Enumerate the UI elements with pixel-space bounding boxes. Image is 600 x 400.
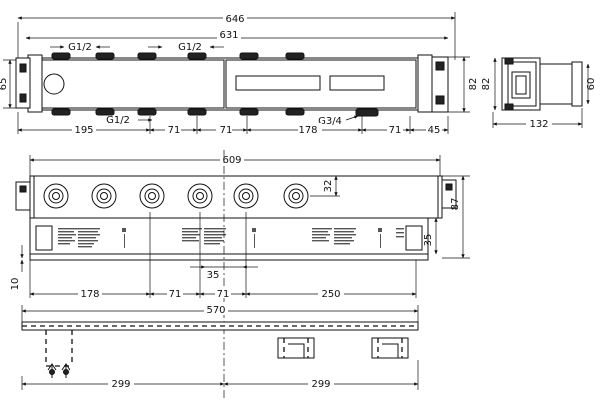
bracket-slot <box>19 185 27 193</box>
leader-line <box>345 115 359 121</box>
side-connector <box>539 63 573 105</box>
top-outlets <box>51 52 305 60</box>
guard-tab <box>405 225 423 251</box>
dim-label-71: 71 <box>220 125 233 136</box>
valve-body-left-section <box>39 59 225 109</box>
dim-label-178: 178 <box>80 289 99 300</box>
dim-label-g12: G1/2 <box>178 42 202 53</box>
dim-label-71: 71 <box>169 289 182 300</box>
front-bracket-left <box>15 181 31 211</box>
bracket-slot <box>19 93 27 103</box>
outlet-box <box>277 337 315 359</box>
mounting-bracket-right <box>417 54 433 113</box>
dim-label-87: 87 <box>450 198 461 211</box>
cover-slot-left <box>235 75 321 91</box>
front-view: 609 32 87 <box>10 150 470 398</box>
outlet-box <box>371 337 409 359</box>
dim-label-32: 32 <box>323 180 334 193</box>
dim-label-609: 609 <box>222 155 241 166</box>
warning-labels <box>58 228 404 248</box>
dim-label-60: 60 <box>586 78 597 91</box>
inlet-port-icon <box>43 73 65 95</box>
cover-slot-right <box>329 75 385 91</box>
dim-label-82: 82 <box>468 78 479 91</box>
dim-label-570: 570 <box>206 305 225 316</box>
bracket-slot <box>435 95 445 105</box>
valve-knob <box>49 369 55 375</box>
dim-label-178: 178 <box>298 125 317 136</box>
dim-label-132: 132 <box>529 119 548 130</box>
front-bracket-right <box>441 179 457 209</box>
dim-label-35: 35 <box>423 234 434 247</box>
dim-label-g12: G1/2 <box>68 42 92 53</box>
valve-knob <box>63 369 69 375</box>
side-stub <box>504 57 514 65</box>
dim-label-65: 65 <box>0 78 9 91</box>
front-ports <box>43 183 309 209</box>
dim-label-299: 299 <box>311 379 330 390</box>
side-view: 82 60 132 <box>481 57 597 130</box>
bracket-slot <box>435 61 445 71</box>
outlet-box-inner <box>382 343 399 358</box>
plaster-guard <box>29 217 429 261</box>
dim-label-35: 35 <box>207 270 220 281</box>
side-connector-end <box>571 61 583 107</box>
side-body-inner <box>507 61 537 107</box>
dim-label-250: 250 <box>321 289 340 300</box>
guard-tab <box>35 225 53 251</box>
dim-label-g12: G1/2 <box>106 115 130 126</box>
dim-label-299: 299 <box>111 379 130 390</box>
dim-label-195: 195 <box>74 125 93 136</box>
dim-label-10: 10 <box>10 278 21 291</box>
side-stub <box>504 103 514 111</box>
dim-label-646: 646 <box>225 14 244 25</box>
dim-label-82: 82 <box>481 78 492 91</box>
top-view: 646 631 G1/2 G1/2 65 82 <box>0 12 479 136</box>
bottom-outlets <box>51 108 379 117</box>
bracket-slot <box>19 63 27 73</box>
dim-label-g34: G3/4 <box>318 116 342 127</box>
dim-label-71: 71 <box>217 289 230 300</box>
dim-label-45: 45 <box>428 125 441 136</box>
dim-label-631: 631 <box>219 30 238 41</box>
outlet-box-inner <box>288 343 305 358</box>
bracket-slot <box>445 183 453 191</box>
side-port <box>511 71 531 99</box>
installation-view: 570 299 299 <box>21 304 419 390</box>
dim-label-71: 71 <box>389 125 402 136</box>
dim-label-71: 71 <box>168 125 181 136</box>
